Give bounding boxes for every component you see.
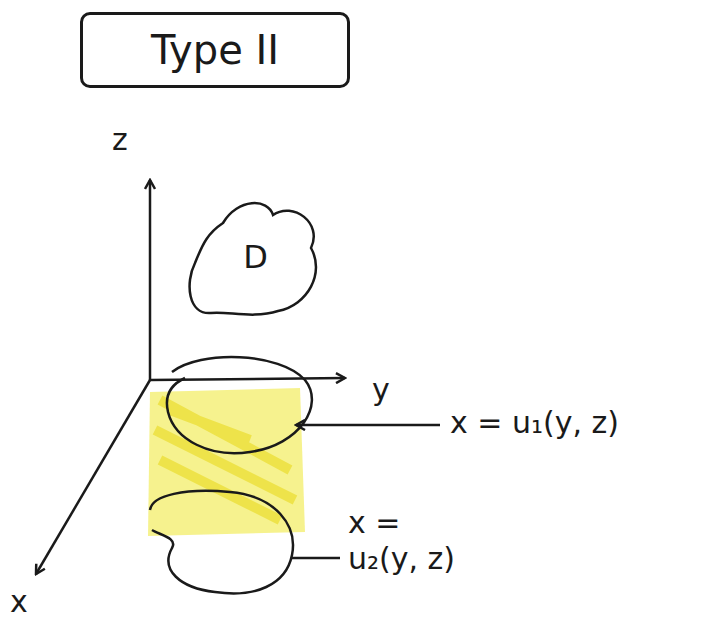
leader-line (292, 557, 340, 560)
upper-surface-curve (167, 357, 312, 453)
axis-label: x (10, 584, 28, 620)
surface-equation: x = u₂(y, z) (348, 505, 472, 577)
highlight-scribble (155, 400, 295, 520)
lower-surface-curve (150, 491, 293, 594)
region-blob: D (183, 193, 328, 321)
x-axis (36, 380, 150, 574)
axis-label: y (372, 372, 390, 408)
leader-line (296, 424, 440, 427)
title-text: Type II (151, 27, 279, 73)
axis-label: z (112, 122, 128, 158)
title-box: Type II (80, 12, 350, 88)
region-label: D (243, 238, 268, 276)
z-axis (149, 180, 152, 380)
surface-equation: x = u₁(y, z) (450, 405, 619, 441)
